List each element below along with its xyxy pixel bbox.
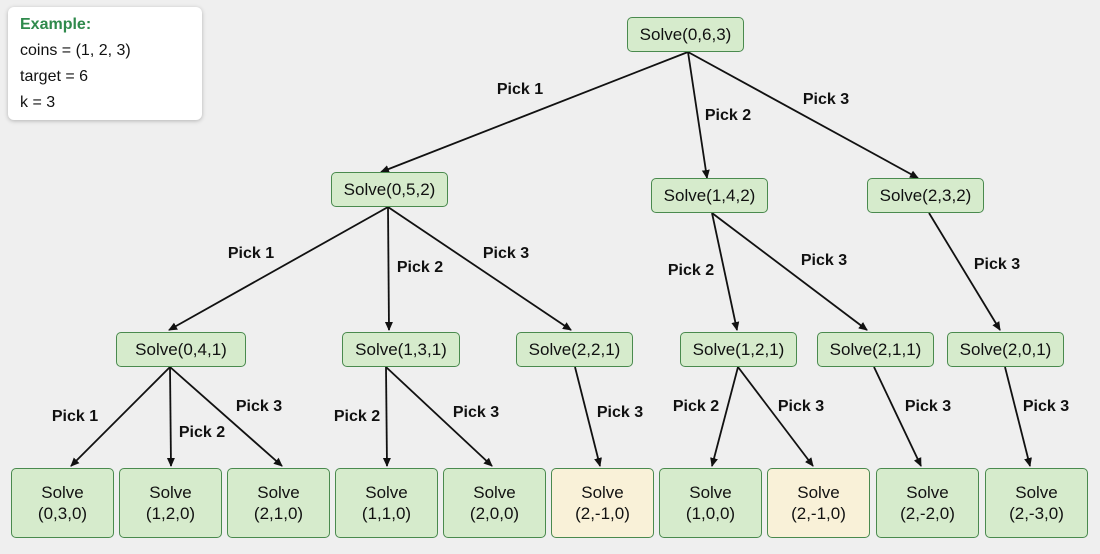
- edge-arrow: [166, 366, 175, 467]
- leaf-word: Solve: [257, 483, 300, 502]
- leaf-node: Solve (2,-3,0): [985, 468, 1088, 538]
- node-solve-0-5-2: Solve(0,5,2): [331, 172, 448, 207]
- node-solve-2-1-1: Solve(2,1,1): [817, 332, 934, 367]
- leaf-node: Solve (2,0,0): [443, 468, 546, 538]
- example-k: k = 3: [20, 94, 56, 111]
- leaf-args: (0,3,0): [37, 504, 88, 523]
- edge-arrow: [380, 51, 689, 173]
- edge-label: Pick 3: [800, 252, 848, 269]
- edge-arrow: [687, 51, 710, 179]
- leaf-word: Solve: [149, 483, 192, 502]
- leaf-args: (2,-3,0): [1009, 504, 1064, 523]
- leaf-args: (1,0,0): [685, 504, 736, 523]
- node-solve-0-4-1: Solve(0,4,1): [116, 332, 246, 367]
- edge-arrow: [168, 206, 389, 331]
- leaf-args: (1,1,0): [361, 504, 412, 523]
- edge-arrow: [710, 366, 739, 467]
- edge-label: Pick 2: [704, 107, 752, 124]
- leaf-node: Solve (2,-2,0): [876, 468, 979, 538]
- example-target: target = 6: [20, 68, 89, 85]
- example-coins: coins = (1, 2, 3): [20, 42, 131, 59]
- edge-label: Pick 3: [1022, 398, 1070, 415]
- example-box: Example: coins = (1, 2, 3) target = 6 k …: [8, 7, 202, 120]
- edge-label: Pick 3: [777, 398, 825, 415]
- leaf-node: Solve (1,0,0): [659, 468, 762, 538]
- edge-label: Pick 3: [235, 398, 283, 415]
- node-root: Solve(0,6,3): [627, 17, 744, 52]
- edge-arrow: [70, 366, 171, 467]
- edge-label: Pick 3: [452, 404, 500, 421]
- leaf-word: Solve: [1015, 483, 1058, 502]
- leaf-word: Solve: [689, 483, 732, 502]
- node-solve-1-3-1: Solve(1,3,1): [342, 332, 460, 367]
- leaf-node: Solve (1,1,0): [335, 468, 438, 538]
- edge-arrow: [737, 366, 814, 467]
- edge-arrow: [387, 206, 572, 331]
- edge-arrow: [574, 366, 602, 467]
- edge-arrow: [711, 212, 740, 331]
- edge-arrow: [1004, 366, 1032, 467]
- leaf-node-invalid: Solve (2,-1,0): [767, 468, 870, 538]
- leaf-word: Solve: [365, 483, 408, 502]
- leaf-args: (2,0,0): [469, 504, 520, 523]
- leaf-word: Solve: [906, 483, 949, 502]
- leaf-args: (2,-1,0): [575, 504, 630, 523]
- edge-label: Pick 3: [802, 91, 850, 108]
- edge-label: Pick 3: [482, 245, 530, 262]
- edge-label: Pick 2: [667, 262, 715, 279]
- edge-arrow: [382, 366, 391, 467]
- leaf-node: Solve (2,1,0): [227, 468, 330, 538]
- edge-label: Pick 3: [904, 398, 952, 415]
- edge-label: Pick 1: [227, 245, 275, 262]
- node-solve-2-2-1: Solve(2,2,1): [516, 332, 633, 367]
- node-solve-2-3-2: Solve(2,3,2): [867, 178, 984, 213]
- edge-arrow: [873, 366, 922, 467]
- leaf-word: Solve: [581, 483, 624, 502]
- edge-label: Pick 2: [672, 398, 720, 415]
- edge-arrow: [384, 206, 393, 331]
- leaf-word: Solve: [797, 483, 840, 502]
- edge-label: Pick 2: [178, 424, 226, 441]
- edge-label: Pick 3: [973, 256, 1021, 273]
- leaf-word: Solve: [41, 483, 84, 502]
- node-solve-2-0-1: Solve(2,0,1): [947, 332, 1064, 367]
- edge-label: Pick 3: [596, 404, 644, 421]
- edge-label: Pick 2: [333, 408, 381, 425]
- example-title: Example:: [20, 16, 92, 33]
- leaf-args: (2,-1,0): [791, 504, 846, 523]
- edge-arrow: [169, 366, 283, 467]
- leaf-word: Solve: [473, 483, 516, 502]
- edge-arrow: [711, 212, 868, 331]
- leaf-args: (1,2,0): [145, 504, 196, 523]
- leaf-node-invalid: Solve (2,-1,0): [551, 468, 654, 538]
- leaf-args: (2,1,0): [253, 504, 304, 523]
- edge-label: Pick 2: [396, 259, 444, 276]
- edge-arrow: [687, 51, 919, 179]
- edge-arrow: [385, 366, 493, 467]
- leaf-node: Solve (0,3,0): [11, 468, 114, 538]
- node-solve-1-2-1: Solve(1,2,1): [680, 332, 797, 367]
- node-solve-1-4-2: Solve(1,4,2): [651, 178, 768, 213]
- leaf-args: (2,-2,0): [900, 504, 955, 523]
- edge-label: Pick 1: [51, 408, 99, 425]
- edge-label: Pick 1: [496, 81, 544, 98]
- leaf-node: Solve (1,2,0): [119, 468, 222, 538]
- edge-arrow: [928, 212, 1001, 331]
